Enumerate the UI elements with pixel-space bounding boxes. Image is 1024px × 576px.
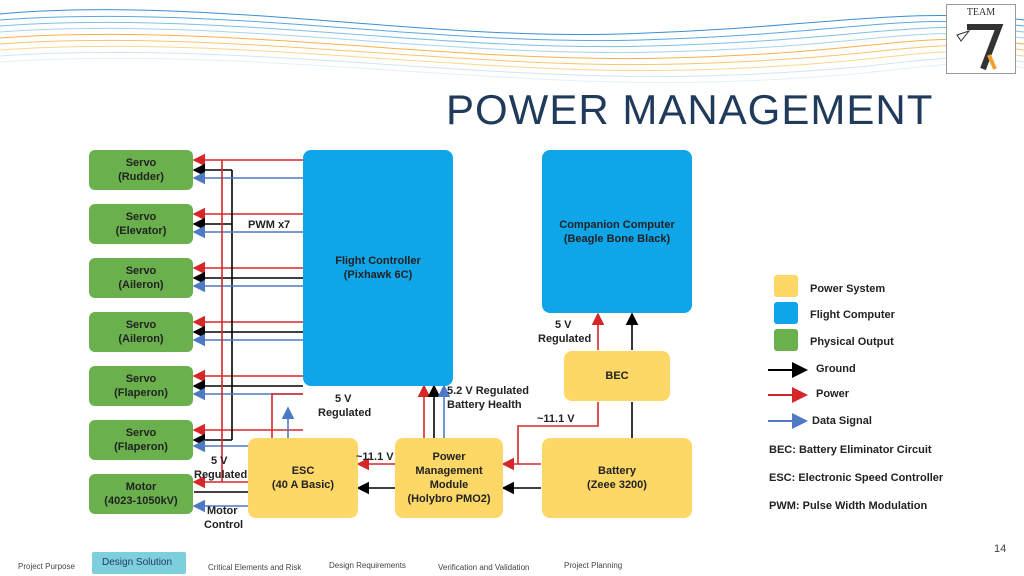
pmm-line: Module — [429, 479, 469, 491]
fc-regulated-label: Regulated — [318, 407, 372, 419]
servo-aileron-box: Servo (Aileron) — [89, 312, 193, 352]
footer-link-design-requirements[interactable]: Design Requirements — [329, 561, 406, 570]
logo-text: TEAM — [966, 7, 996, 18]
esc-name: ESC — [291, 465, 315, 477]
battery-name: Battery — [598, 465, 636, 477]
header-swoosh-decoration — [0, 9, 1024, 84]
bec-name: BEC — [605, 370, 629, 382]
footer-link-critical-elements[interactable]: Critical Elements and Risk — [208, 563, 302, 572]
footer-active-tab-highlight — [92, 552, 186, 574]
footer-link-design-solution[interactable]: Design Solution — [102, 557, 173, 568]
servo-rudder-box: Servo (Rudder) — [89, 150, 193, 190]
motor-sub: (4023-1050kV) — [104, 495, 178, 507]
fc-name: Flight Controller — [335, 255, 421, 267]
legend-flight-computer-swatch — [774, 302, 798, 324]
motor-control-label-2: Control — [204, 519, 244, 531]
motor-box: Motor (4023-1050kV) — [89, 474, 193, 514]
servo-elevator-box: Servo (Elevator) — [89, 204, 193, 244]
servo-sub: (Flaperon) — [114, 441, 168, 453]
legend-flight-computer-label: Flight Computer — [810, 309, 895, 321]
pmm-line: Management — [415, 465, 483, 477]
footer-link-project-purpose[interactable]: Project Purpose — [18, 562, 75, 571]
cc-regulated-label: Regulated — [538, 333, 592, 345]
pmm-line: (Holybro PMO2) — [407, 493, 491, 505]
servo-sub: (Flaperon) — [114, 387, 168, 399]
esc-11v-label: ~11.1 V — [356, 451, 394, 463]
flight-controller-box: Flight Controller (Pixhawk 6C) — [303, 150, 453, 386]
servo-name: Servo — [125, 319, 157, 331]
esc-to-fc-power — [271, 393, 303, 438]
legend-data-signal-label: Data Signal — [812, 415, 872, 427]
servo-sub: (Elevator) — [115, 225, 167, 237]
companion-computer-box: Companion Computer(Beagle Bone Black) — [542, 150, 692, 313]
servo-name: Servo — [125, 157, 157, 169]
servo-flaperon-box: Servo (Flaperon) — [89, 366, 193, 406]
footer-link-project-planning[interactable]: Project Planning — [564, 561, 623, 570]
footer-link-verification-validation[interactable]: Verification and Validation — [438, 563, 530, 572]
legend-power-label: Power — [816, 388, 850, 400]
servo-sub: (Rudder) — [118, 171, 164, 183]
logo-seven-icon — [956, 24, 1004, 71]
battery-sub: (Zeee 3200) — [587, 479, 647, 491]
legend-physical-output-swatch — [774, 329, 798, 351]
pm-battery-health-label: Battery Health — [447, 399, 522, 411]
motor-regulated-label: Regulated — [194, 469, 248, 481]
legend-physical-output-label: Physical Output — [810, 336, 894, 348]
motor-5v-label: 5 V — [211, 455, 228, 467]
esc-sub: (40 A Basic) — [271, 479, 335, 491]
legend-pwm-note: PWM: Pulse Width Modulation — [769, 500, 928, 512]
pm-5v2-label: 5.2 V Regulated — [447, 385, 529, 397]
servo-flaperon-box: Servo (Flaperon) — [89, 420, 193, 460]
pwm-label: PWM x7 — [248, 219, 291, 231]
fc-sub: (Pixhawk 6C) — [343, 269, 413, 281]
motor-control-label: Motor — [207, 505, 238, 517]
page-number: 14 — [994, 543, 1007, 555]
legend-power-system-label: Power System — [810, 283, 886, 295]
servo-name: Servo — [125, 265, 157, 277]
bec-11v-label: ~11.1 V — [537, 413, 575, 425]
fc-5v-label: 5 V — [335, 393, 352, 405]
servo-aileron-box: Servo (Aileron) — [89, 258, 193, 298]
servo-name: Servo — [125, 211, 157, 223]
servo-power-lines — [192, 153, 303, 489]
servo-name: Servo — [125, 373, 157, 385]
legend-power-system-swatch — [774, 275, 798, 297]
legend-arrows — [768, 362, 808, 429]
servo-name: Servo — [125, 427, 157, 439]
legend-esc-note: ESC: Electronic Speed Controller — [769, 472, 944, 484]
cc-sub: (Beagle Bone Black) — [563, 232, 671, 245]
servo-sub: (Aileron) — [118, 279, 164, 291]
legend-ground-label: Ground — [816, 363, 856, 375]
servo-sub: (Aileron) — [118, 333, 164, 345]
bec-box: BEC — [564, 351, 670, 401]
esc-box: ESC (40 A Basic) — [248, 438, 358, 518]
battery-box: Battery (Zeee 3200) — [542, 438, 692, 518]
cc-name: Companion Computer — [559, 218, 675, 231]
pmm-line: Power — [432, 451, 466, 463]
legend-bec-note: BEC: Battery Eliminator Circuit — [769, 444, 932, 456]
cc-5v-label: 5 V — [555, 319, 572, 331]
motor-name: Motor — [125, 481, 157, 493]
team-logo: TEAM — [946, 4, 1016, 74]
page-title: POWER MANAGEMENT — [446, 86, 934, 133]
